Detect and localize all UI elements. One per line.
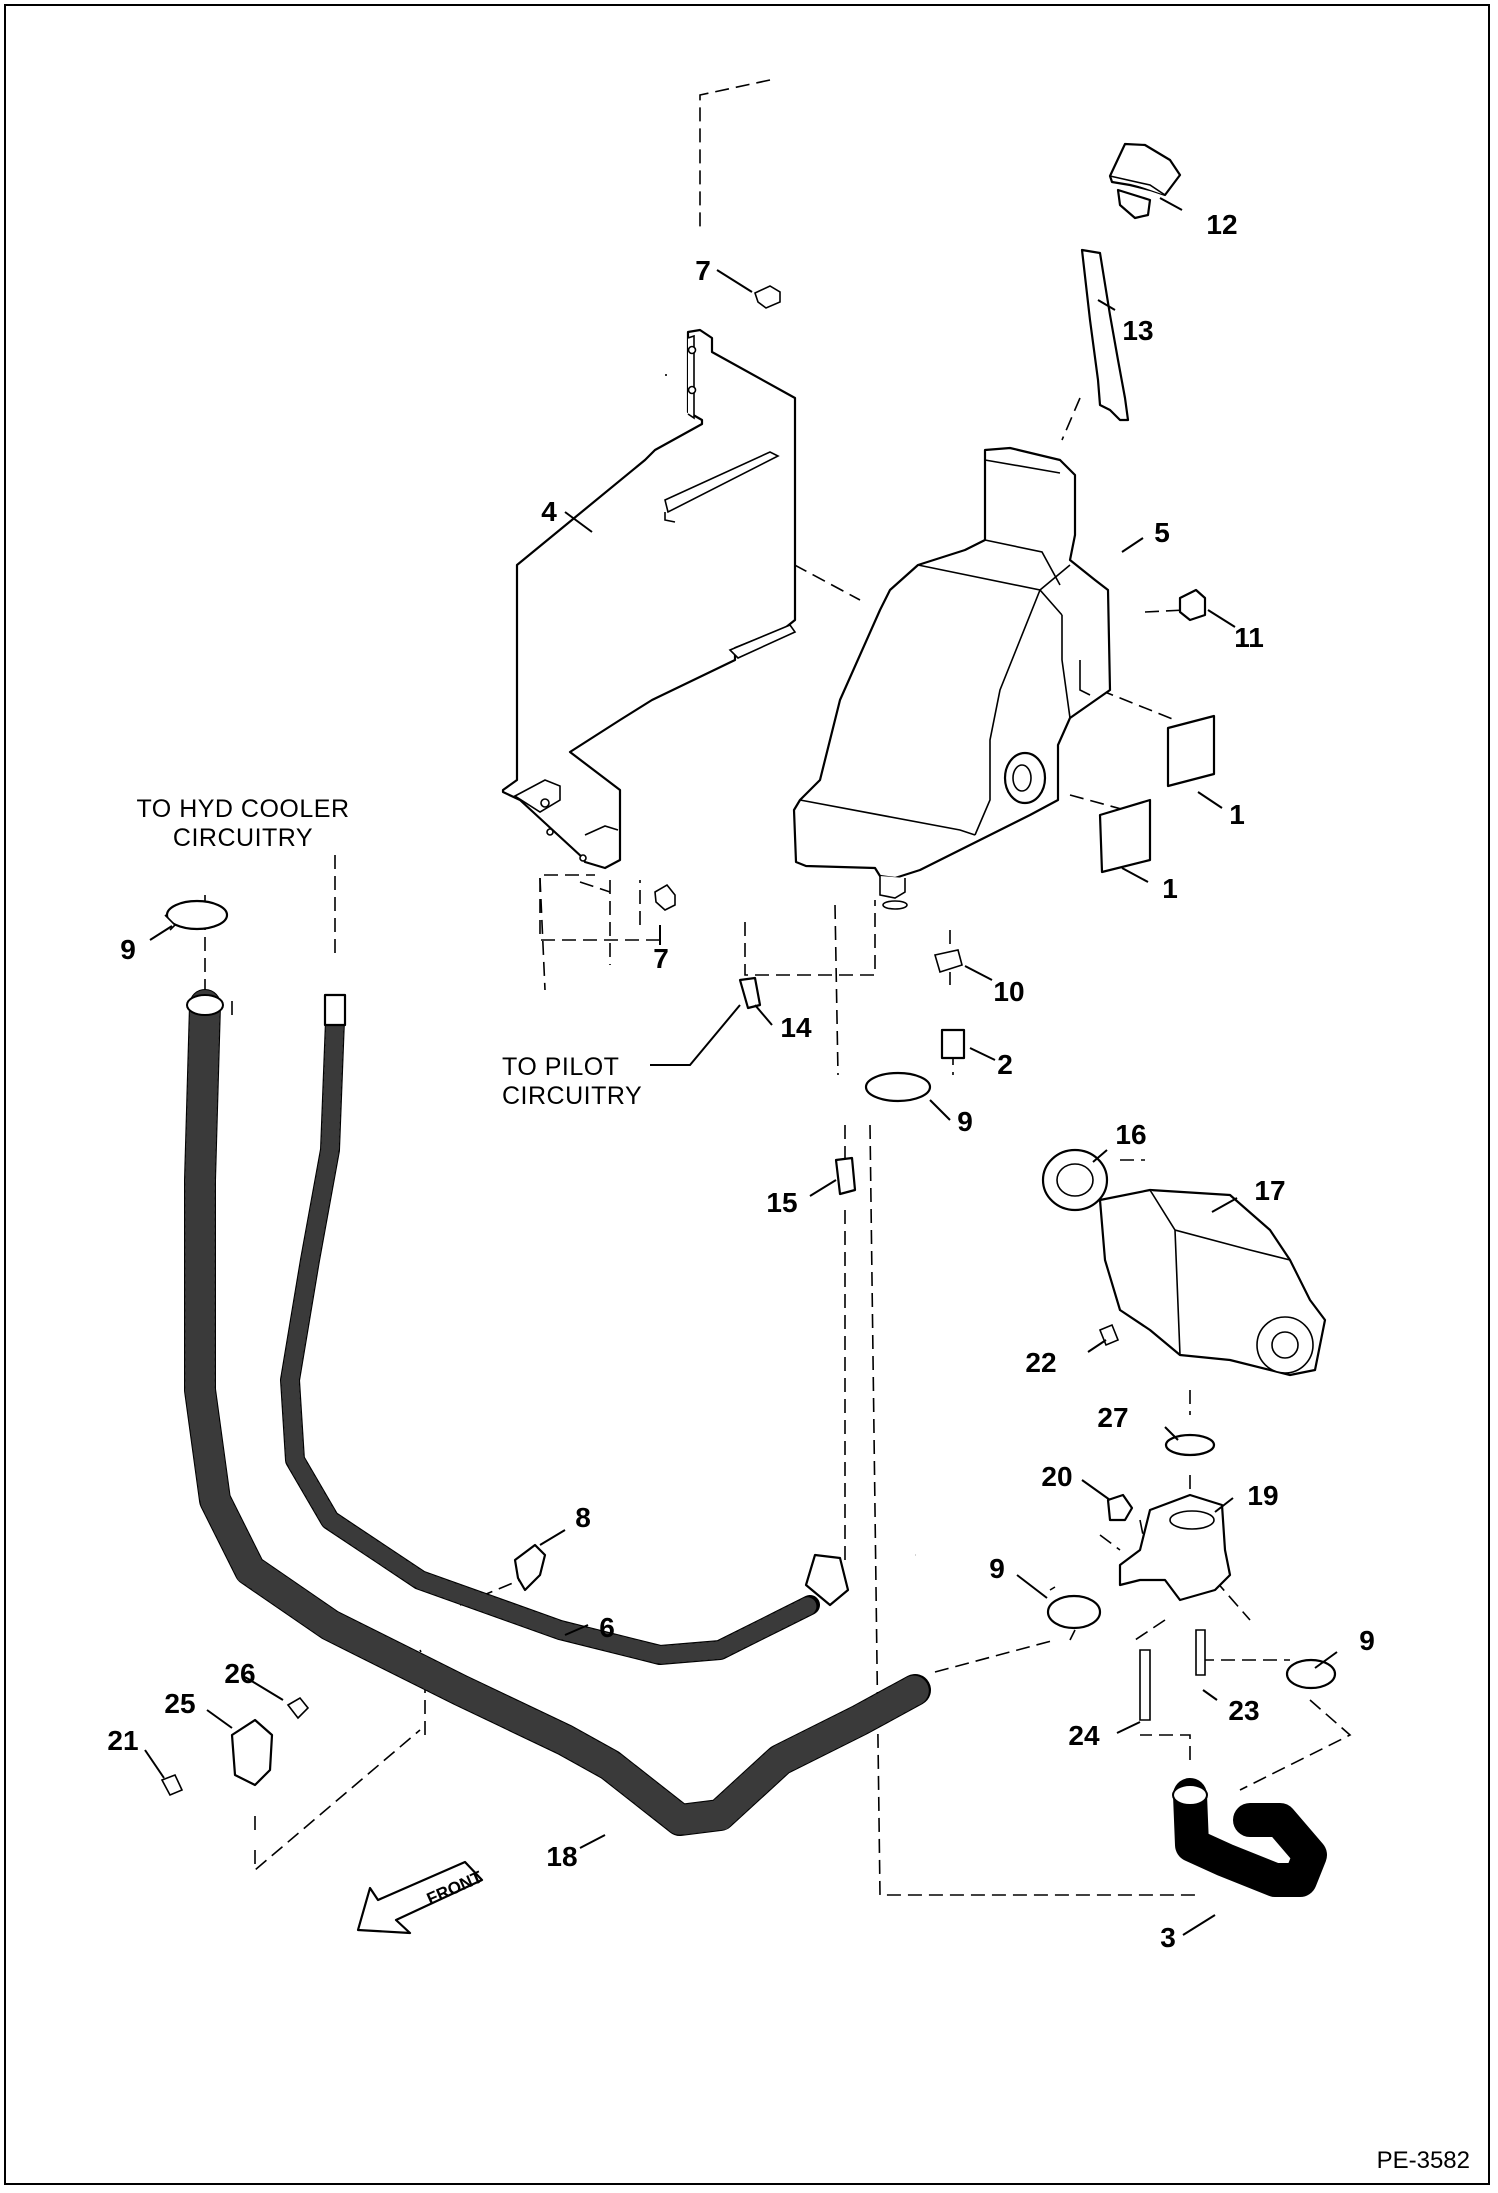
callout-6: 6 [599,1612,615,1643]
callout-21: 21 [107,1725,138,1756]
callout-1-lower: 1 [1162,873,1178,904]
callout-9-left: 9 [120,934,136,965]
callout-25: 25 [164,1688,195,1719]
front-direction-arrow: FRONT [356,1860,486,1935]
cooler-hose [280,993,850,1665]
callout-17: 17 [1254,1175,1285,1206]
mounting-bracket [501,328,797,870]
callout-9-right: 9 [1359,1625,1375,1656]
pilot-note-line2: CIRCUITRY [502,1082,642,1110]
callout-15: 15 [766,1187,797,1218]
pilot-note-line1: TO PILOT [502,1053,619,1081]
callout-1-upper: 1 [1229,799,1245,830]
callout-4: 4 [541,496,557,527]
page-frame [4,4,1490,2185]
callout-18: 18 [546,1841,577,1872]
callout-16: 16 [1115,1119,1146,1150]
callout-13: 13 [1122,315,1153,346]
callout-19: 19 [1247,1480,1278,1511]
callout-8: 8 [575,1502,591,1533]
callout-24: 24 [1068,1720,1100,1751]
callout-numbers: 7 12 13 4 5 11 1 1 7 9 10 14 2 9 15 16 1… [107,209,1374,1953]
callout-10: 10 [993,976,1024,1007]
callout-14: 14 [780,1012,812,1043]
hydraulic-reservoir [792,446,1112,910]
callout-7-upper: 7 [695,255,711,286]
hyd-cooler-note-line2: CIRCUITRY [173,824,313,852]
figure-id: PE-3582 [1377,2147,1470,2174]
callout-20: 20 [1041,1461,1072,1492]
callout-7-lower: 7 [653,943,669,974]
callout-23: 23 [1228,1695,1259,1726]
notes: TO HYD COOLER CIRCUITRY TO PILOT CIRCUIT… [136,795,642,1110]
dipstick [1080,248,1130,422]
callout-22: 22 [1025,1347,1056,1378]
callout-2: 2 [997,1049,1013,1080]
callout-9-mid: 9 [957,1106,973,1137]
hydraulic-pump [1041,1148,1327,1377]
callout-5: 5 [1154,517,1170,548]
callout-12: 12 [1206,209,1237,240]
small-fittings [160,285,1337,1797]
callout-3: 3 [1160,1922,1176,1953]
callout-11: 11 [1234,622,1264,653]
callout-9-lower-mid: 9 [989,1553,1005,1584]
filler-cap [1108,142,1182,220]
callout-leaders [144,197,1338,1936]
return-hose [184,989,931,1836]
hyd-cooler-note-line1: TO HYD COOLER [136,795,349,823]
elbow-hose [1172,1778,1327,1897]
callout-26: 26 [224,1658,255,1689]
callout-27: 27 [1097,1402,1128,1433]
